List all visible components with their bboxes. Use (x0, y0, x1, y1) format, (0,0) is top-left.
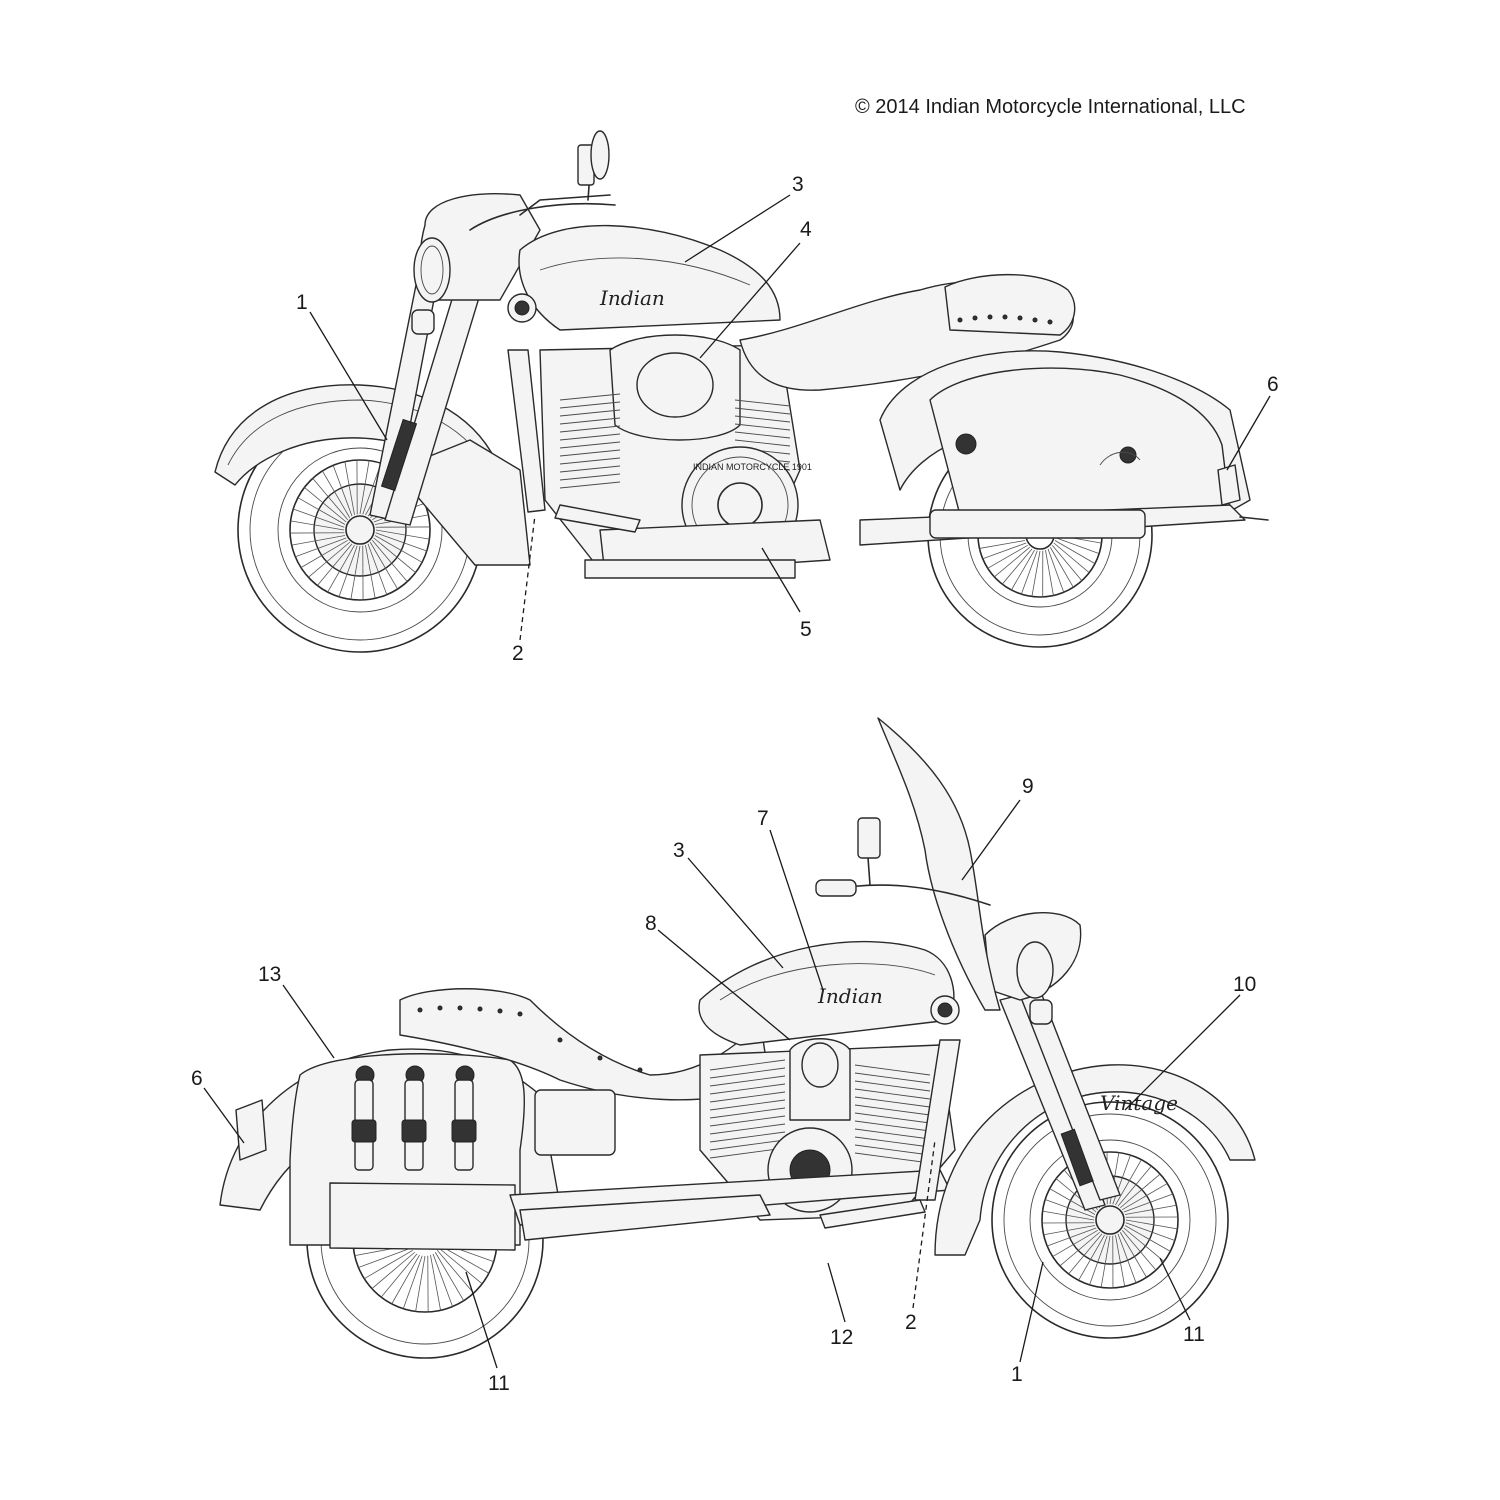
bottom-callout-6: 6 (191, 1067, 203, 1090)
bottom-callout-11-right: 11 (1183, 1323, 1205, 1346)
bottom-callout-12: 12 (830, 1326, 853, 1349)
callout-labels: 1 2 3 4 5 6 1 2 3 6 7 8 9 10 11 11 12 13 (191, 173, 1279, 1395)
bottom-callout-10: 10 (1233, 973, 1256, 996)
bottom-tank-logo: Indian (817, 984, 883, 1008)
top-primary-cover-text: INDIAN MOTORCYCLE 1901 (693, 462, 812, 472)
bottom-saddlebag (289, 1053, 525, 1251)
callout-leaders (203, 194, 1271, 1369)
bottom-callout-2: 2 (905, 1311, 917, 1334)
bottom-callout-3: 3 (673, 839, 685, 862)
top-callout-1: 1 (296, 291, 308, 314)
top-callout-5: 5 (800, 618, 812, 641)
top-callout-6: 6 (1267, 373, 1279, 396)
top-motorcycle-illustration: Indian INDIAN MOTORCYCLE 1901 (214, 130, 1269, 653)
bottom-callout-7: 7 (757, 807, 769, 830)
copyright-notice: © 2014 Indian Motorcycle International, … (855, 96, 1246, 118)
bottom-motorcycle-illustration: Indian Vintage (219, 717, 1256, 1359)
top-tank-logo: Indian (599, 286, 665, 310)
bottom-callout-9: 9 (1022, 775, 1034, 798)
bottom-callout-1: 1 (1011, 1363, 1023, 1386)
bottom-fender-script: Vintage (1100, 1091, 1178, 1115)
bottom-callout-11-left: 11 (488, 1372, 510, 1395)
bottom-callout-8: 8 (645, 912, 657, 935)
bottom-callout-13: 13 (258, 963, 281, 986)
top-callout-4: 4 (800, 218, 812, 241)
top-callout-3: 3 (792, 173, 804, 196)
top-callout-2: 2 (512, 642, 524, 665)
bottom-front-wheel (991, 1101, 1229, 1339)
